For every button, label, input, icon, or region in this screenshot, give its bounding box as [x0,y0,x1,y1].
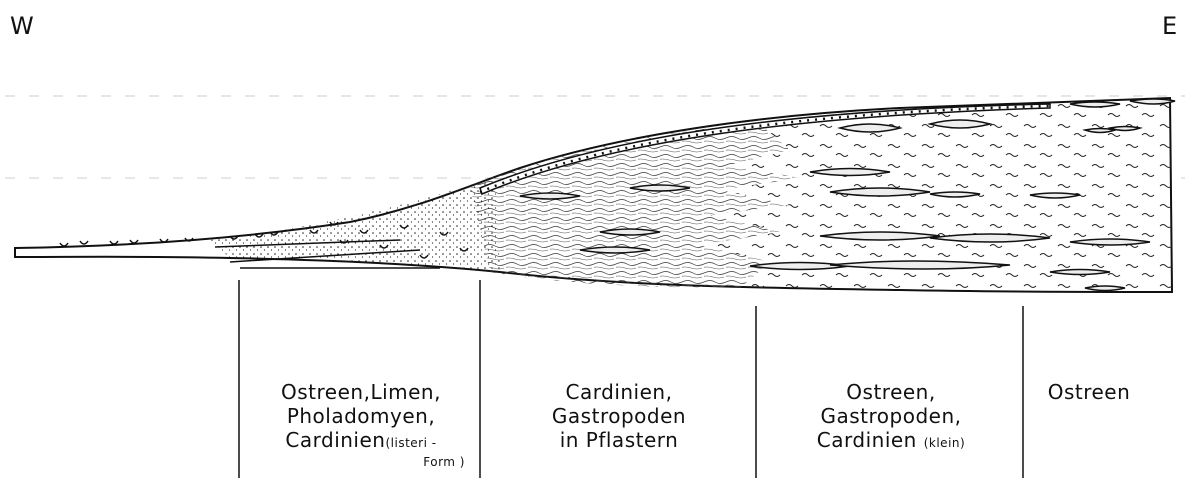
zone-2-line-1: Cardinien, [488,380,750,404]
zone-2-line-2: Gastropoden [488,404,750,428]
zone-1-line-1: Ostreen,Limen, [247,380,475,404]
zone-1-line-3: Cardinien [285,428,385,452]
zone-3-line-3-small: (klein) [924,436,965,450]
zone-2-line-3: in Pflastern [488,428,750,452]
zone-1-line-3-small: (listeri - [385,436,436,450]
east-label: E [1162,14,1177,38]
zone-label-1: Ostreen,Limen, Pholadomyen, Cardinien(li… [247,380,475,469]
zone-1-line-2: Pholadomyen, [247,404,475,428]
zone-1-line-4: Form ) [247,455,475,469]
zone-4-line-1: Ostreen [1030,380,1148,404]
zone-label-3: Ostreen, Gastropoden, Cardinien (klein) [764,380,1018,455]
west-label: W [10,14,34,38]
zone-3-line-3: Cardinien [817,428,917,452]
zone-label-4: Ostreen [1030,380,1148,404]
sandstone-zone [210,178,500,272]
zone-label-2: Cardinien, Gastropoden in Pflastern [488,380,750,452]
zone-3-line-2: Gastropoden, [764,404,1018,428]
zone-3-line-1: Ostreen, [764,380,1018,404]
